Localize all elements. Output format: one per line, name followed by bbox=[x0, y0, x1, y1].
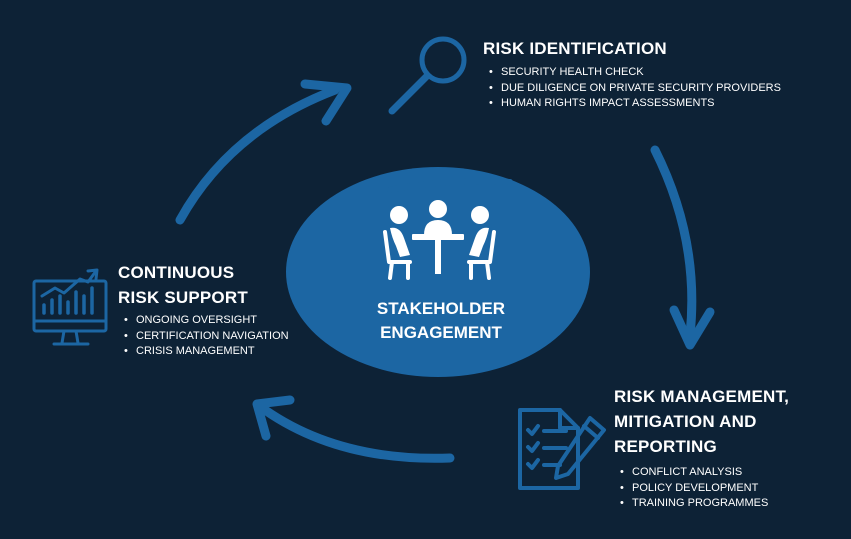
list-item: POLICY DEVELOPMENT bbox=[618, 481, 789, 497]
cycle-arrow-to-management bbox=[650, 145, 715, 350]
list-item: DUE DILIGENCE ON PRIVATE SECURITY PROVID… bbox=[487, 81, 781, 97]
continuous-support-title-line-1: CONTINUOUS bbox=[118, 263, 235, 282]
risk-management-title-line-1: RISK MANAGEMENT, bbox=[614, 387, 790, 406]
continuous-support-title: CONTINUOUS RISK SUPPORT bbox=[118, 260, 289, 310]
list-item: ONGOING OVERSIGHT bbox=[122, 313, 289, 329]
risk-identification-title: RISK IDENTIFICATION bbox=[483, 36, 781, 61]
list-item: CRISIS MANAGEMENT bbox=[122, 344, 289, 360]
continuous-support-title-line-2: RISK SUPPORT bbox=[118, 288, 248, 307]
list-item: TRAINING PROGRAMMES bbox=[618, 496, 789, 512]
checklist-pen-icon bbox=[518, 408, 606, 490]
risk-identification-title-text: RISK IDENTIFICATION bbox=[483, 39, 667, 58]
risk-management-title: RISK MANAGEMENT, MITIGATION AND REPORTIN… bbox=[614, 384, 789, 459]
monitor-chart-icon bbox=[32, 268, 108, 346]
center-title-line-1: STAKEHOLDER bbox=[376, 299, 506, 318]
list-item: CERTIFICATION NAVIGATION bbox=[122, 329, 289, 345]
risk-management-title-line-3: REPORTING bbox=[614, 437, 717, 456]
magnifier-icon bbox=[388, 36, 467, 115]
list-item: SECURITY HEALTH CHECK bbox=[487, 65, 781, 81]
cycle-arrow-to-identification bbox=[175, 79, 352, 225]
center-title-line-2: ENGAGEMENT bbox=[380, 323, 502, 342]
center-title: STAKEHOLDER ENGAGEMENT bbox=[331, 297, 551, 345]
cycle-arrow-to-continuous bbox=[252, 395, 455, 463]
meeting-people-icon bbox=[383, 200, 496, 280]
continuous-support-list: ONGOING OVERSIGHT CERTIFICATION NAVIGATI… bbox=[122, 313, 289, 360]
arc-accent bbox=[387, 178, 513, 193]
risk-identification-block: RISK IDENTIFICATION SECURITY HEALTH CHEC… bbox=[483, 36, 781, 112]
continuous-support-block: CONTINUOUS RISK SUPPORT ONGOING OVERSIGH… bbox=[118, 260, 289, 360]
risk-management-title-line-2: MITIGATION AND bbox=[614, 412, 757, 431]
risk-management-block: RISK MANAGEMENT, MITIGATION AND REPORTIN… bbox=[614, 384, 789, 512]
list-item: HUMAN RIGHTS IMPACT ASSESSMENTS bbox=[487, 96, 781, 112]
risk-identification-list: SECURITY HEALTH CHECK DUE DILIGENCE ON P… bbox=[487, 65, 781, 112]
risk-management-list: CONFLICT ANALYSIS POLICY DEVELOPMENT TRA… bbox=[618, 465, 789, 512]
list-item: CONFLICT ANALYSIS bbox=[618, 465, 789, 481]
